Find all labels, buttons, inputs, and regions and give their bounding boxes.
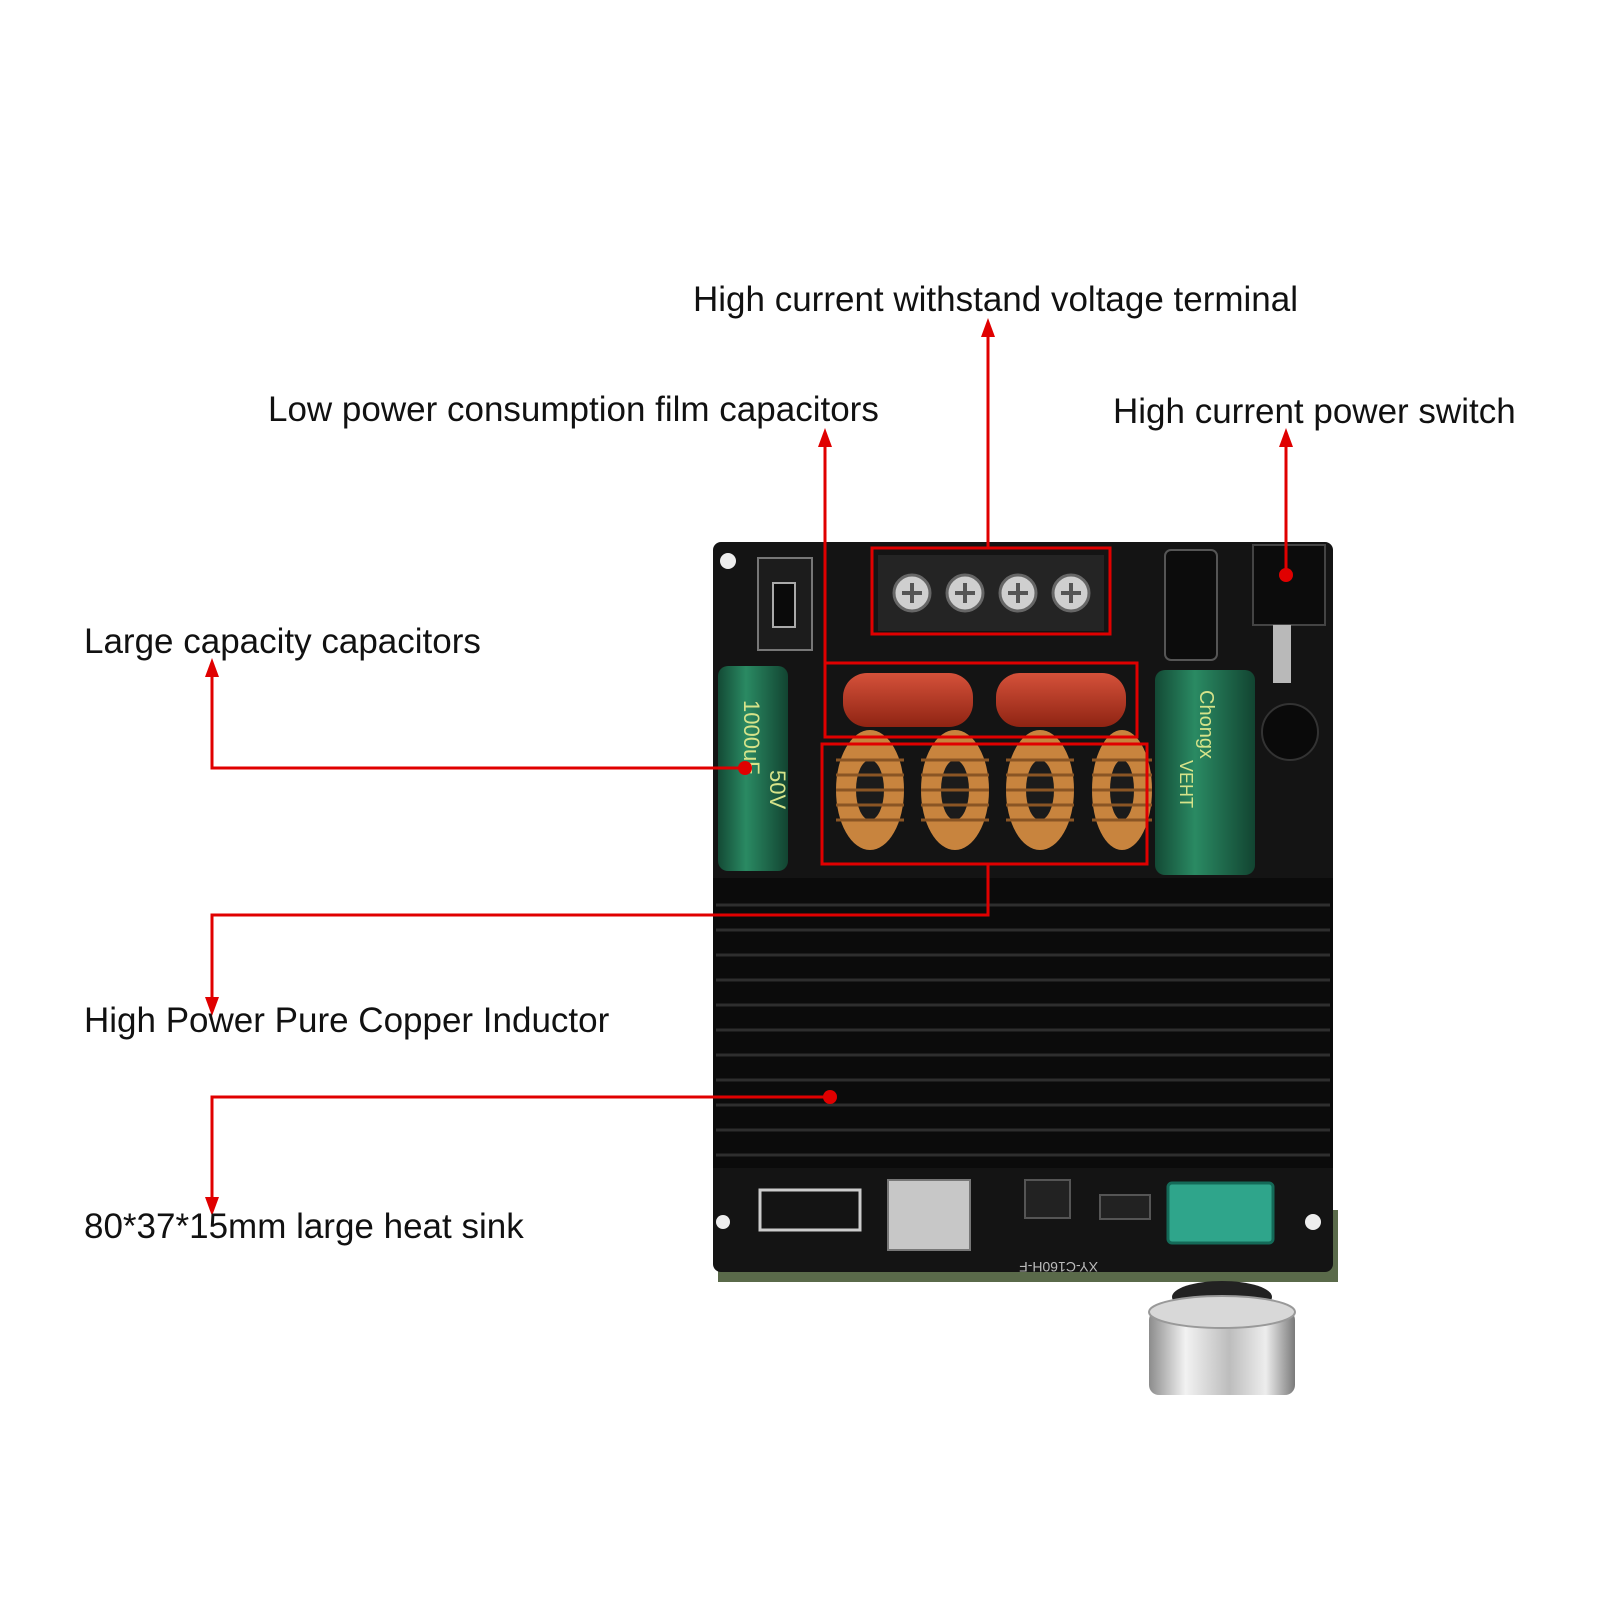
callout-large-caps xyxy=(210,676,745,770)
knob-top xyxy=(1148,1295,1296,1329)
heat-sink xyxy=(713,878,1333,1168)
bt-antenna xyxy=(758,1188,862,1232)
left-large-capacitor xyxy=(718,666,788,871)
potentiometer xyxy=(1166,1181,1275,1245)
label-large-capacitors: Large capacity capacitors xyxy=(84,622,481,661)
switch-lever xyxy=(1273,625,1291,683)
chip xyxy=(1099,1194,1151,1220)
label-power-switch: High current power switch xyxy=(1113,392,1516,431)
cap-left-volt: 50V xyxy=(765,770,790,809)
chip xyxy=(1024,1179,1071,1219)
label-film-capacitors: Low power consumption film capacitors xyxy=(268,390,879,429)
terminal-screws xyxy=(892,573,1091,613)
dc-jack xyxy=(1164,549,1218,661)
volume-knob[interactable] xyxy=(1149,1310,1295,1395)
component-round xyxy=(1261,703,1319,761)
mounting-hole xyxy=(716,1215,730,1229)
usb-port xyxy=(887,1179,971,1251)
label-terminal: High current withstand voltage terminal xyxy=(693,280,1299,319)
callout-heatsink xyxy=(210,1095,830,1198)
mounting-hole xyxy=(1305,1214,1321,1230)
highlight-boxes xyxy=(820,546,1149,866)
highlight-inductors xyxy=(820,742,1149,866)
film-capacitor-left xyxy=(843,673,973,727)
copper-inductors xyxy=(836,730,1152,850)
label-heat-sink: 80*37*15mm large heat sink xyxy=(84,1207,524,1246)
callout-arrowheads xyxy=(205,318,1293,1216)
right-large-capacitor xyxy=(1155,670,1255,875)
highlight-film-caps xyxy=(823,661,1139,739)
callout-inductor xyxy=(210,864,990,998)
part-marking: XY-C160H-F xyxy=(1019,1259,1098,1275)
film-capacitor-right xyxy=(996,673,1126,727)
mounting-hole xyxy=(720,553,736,569)
cap-right-brand: Chongx xyxy=(1195,690,1217,759)
label-inductor: High Power Pure Copper Inductor xyxy=(84,1001,610,1040)
audio-jack-pin xyxy=(772,582,796,628)
callout-lines xyxy=(210,335,1288,1198)
highlight-terminal xyxy=(870,546,1112,636)
cap-right-series: VEHT xyxy=(1176,760,1196,808)
power-switch xyxy=(1252,544,1326,626)
heat-sink-fins xyxy=(716,903,1330,1157)
